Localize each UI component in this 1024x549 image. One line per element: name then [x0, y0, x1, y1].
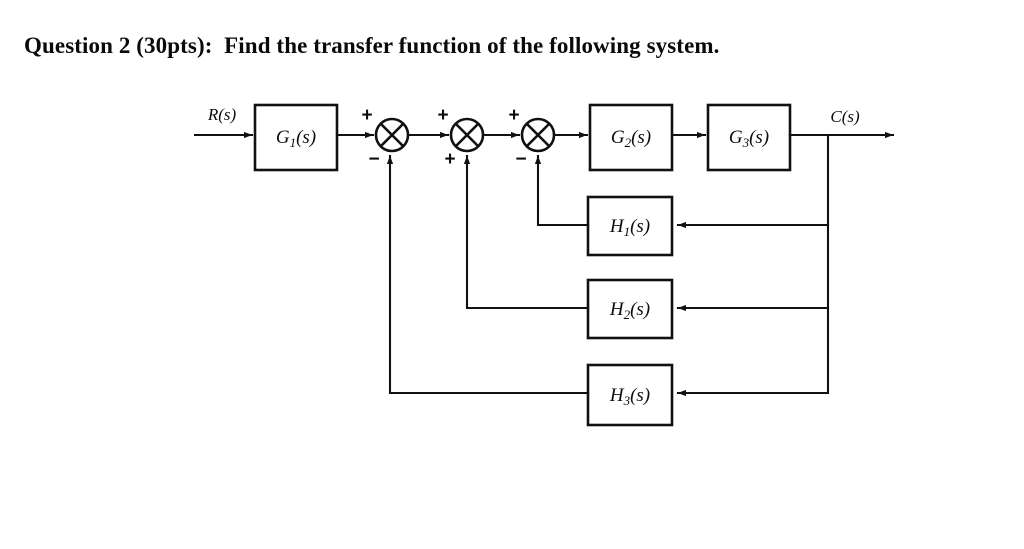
- sum3-sign-bottom: −: [515, 149, 526, 170]
- block-g2: [588, 103, 674, 172]
- block-g1: [253, 103, 339, 172]
- sum2-sign-bottom: +: [444, 149, 455, 170]
- block-h3: [586, 363, 674, 427]
- input-label-rs: R(s): [207, 105, 237, 124]
- summing-junction-1-x: [380, 123, 404, 147]
- block-g3: [706, 103, 792, 172]
- sum2-sign-left: +: [437, 105, 448, 126]
- block-g1-label: G1(s): [276, 127, 316, 150]
- block-g3-label: G3(s): [729, 127, 769, 150]
- sum1-sign-bottom: −: [368, 149, 379, 170]
- sum1-sign-left: +: [361, 105, 372, 126]
- sum3-sign-left: +: [508, 105, 519, 126]
- block-h1-label: H1(s): [609, 216, 650, 239]
- output-label-cs: C(s): [830, 107, 860, 126]
- block-h1: [586, 195, 674, 257]
- wire-h3-to-sum1: [386, 154, 590, 395]
- block-h2-label: H2(s): [609, 299, 650, 322]
- block-g2-label: G2(s): [611, 127, 651, 150]
- page-title: Question 2 (30pts): Find the transfer fu…: [24, 33, 720, 58]
- summing-junction-2-x: [455, 123, 479, 147]
- summing-junction-3-x: [526, 123, 550, 147]
- wire-h1-to-sum3: [534, 154, 590, 227]
- wire-h2-to-sum2: [463, 154, 590, 310]
- block-h3-label: H3(s): [609, 385, 650, 408]
